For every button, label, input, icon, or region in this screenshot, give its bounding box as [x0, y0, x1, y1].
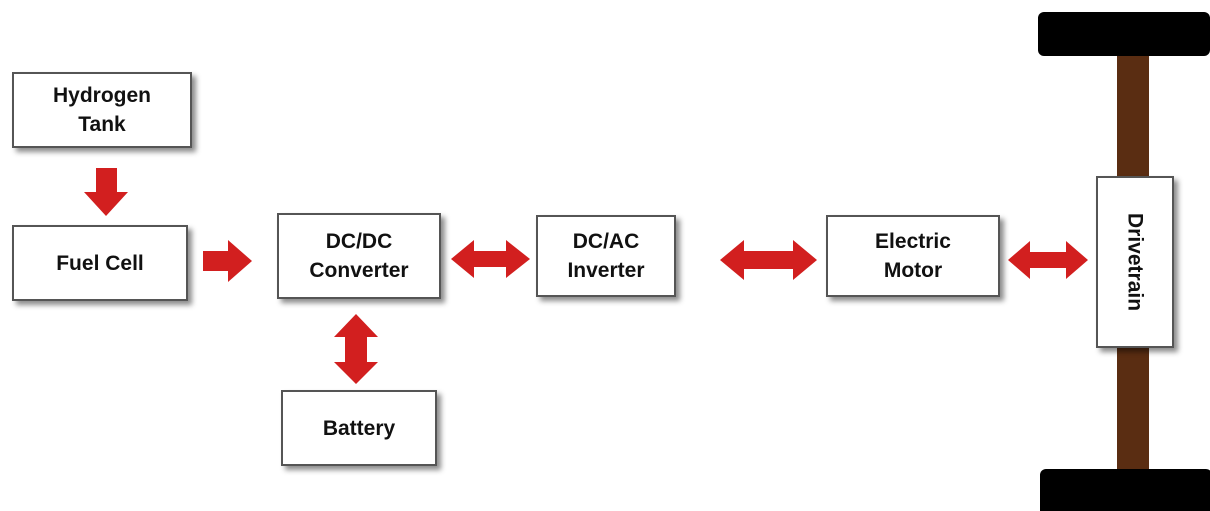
arrow-motor-drivetrain — [1008, 241, 1088, 279]
arrow-dcac-motor — [720, 240, 817, 280]
electric-motor-block: Electric Motor — [826, 215, 1000, 297]
drivetrain-label: Drivetrain — [1123, 212, 1147, 312]
hydrogen-tank-block: Hydrogen Tank — [12, 72, 192, 148]
dcac-inverter-block: DC/AC Inverter — [536, 215, 676, 297]
bottom-wheel — [1040, 469, 1210, 511]
arrow-tank-to-fuelcell — [84, 168, 128, 216]
top-wheel — [1038, 12, 1210, 56]
arrow-dcdc-dcac — [451, 240, 530, 278]
hydrogen-tank-label: Hydrogen Tank — [52, 84, 151, 136]
battery-block: Battery — [281, 390, 437, 466]
dcdc-converter-block: DC/DC Converter — [277, 213, 441, 299]
dcdc-converter-label: DC/DC Converter — [309, 230, 409, 282]
drivetrain-block: Drivetrain — [1096, 176, 1174, 348]
fuel-cell-label: Fuel Cell — [56, 251, 144, 275]
battery-label: Battery — [322, 416, 396, 440]
arrow-fuelcell-to-dcdc — [203, 240, 252, 282]
arrow-dcdc-battery — [334, 314, 378, 384]
electric-motor-label: Electric Motor — [875, 230, 951, 282]
dcac-inverter-label: DC/AC Inverter — [567, 230, 645, 282]
fuel-cell-block: Fuel Cell — [12, 225, 188, 301]
